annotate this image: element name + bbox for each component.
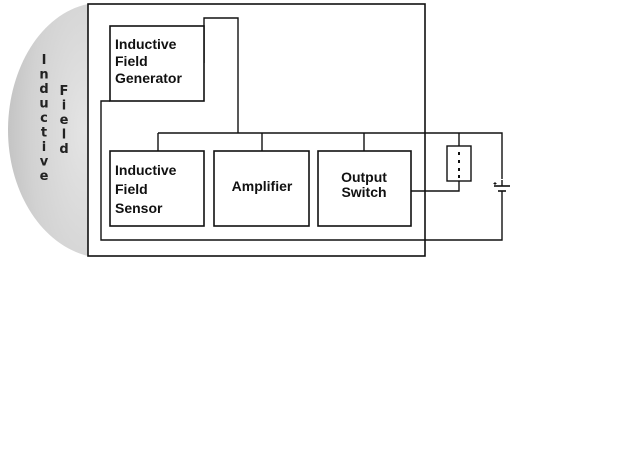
word2-letter: d	[59, 142, 68, 157]
inductive-field-region	[8, 4, 88, 256]
word1-letter: d	[39, 82, 48, 97]
block-amplifier: Amplifier	[213, 150, 310, 227]
sensor-text-line: Sensor	[115, 200, 163, 216]
amp-text-line: Amplifier	[232, 178, 293, 194]
sensor-text-line: Inductive	[115, 162, 177, 178]
word1-letter: i	[42, 140, 46, 155]
load-resistor-icon	[446, 145, 472, 182]
word2-letter: l	[62, 128, 66, 143]
word1-letter: u	[39, 97, 48, 112]
word2-letter: e	[60, 113, 69, 128]
word2-letter: i	[62, 99, 66, 114]
sensor-text-line: Field	[115, 181, 148, 197]
out-text-line: Output	[341, 169, 387, 185]
word1-letter: e	[40, 169, 49, 184]
amplifier-label: Amplifier	[232, 178, 293, 194]
word2-letter: F	[60, 84, 69, 99]
word1-letter: I	[42, 53, 47, 68]
gen-text-line: Generator	[115, 70, 182, 86]
word1-letter: t	[41, 126, 47, 141]
gen-text-line: Field	[115, 53, 148, 69]
out-text-line: Switch	[341, 184, 386, 200]
word1-letter: c	[40, 111, 48, 126]
word1-letter: v	[40, 155, 49, 170]
battery-icon	[490, 179, 514, 197]
word1-letter: n	[39, 68, 48, 83]
internal-wiring	[100, 17, 503, 241]
gen-text-line: Inductive	[115, 36, 177, 52]
